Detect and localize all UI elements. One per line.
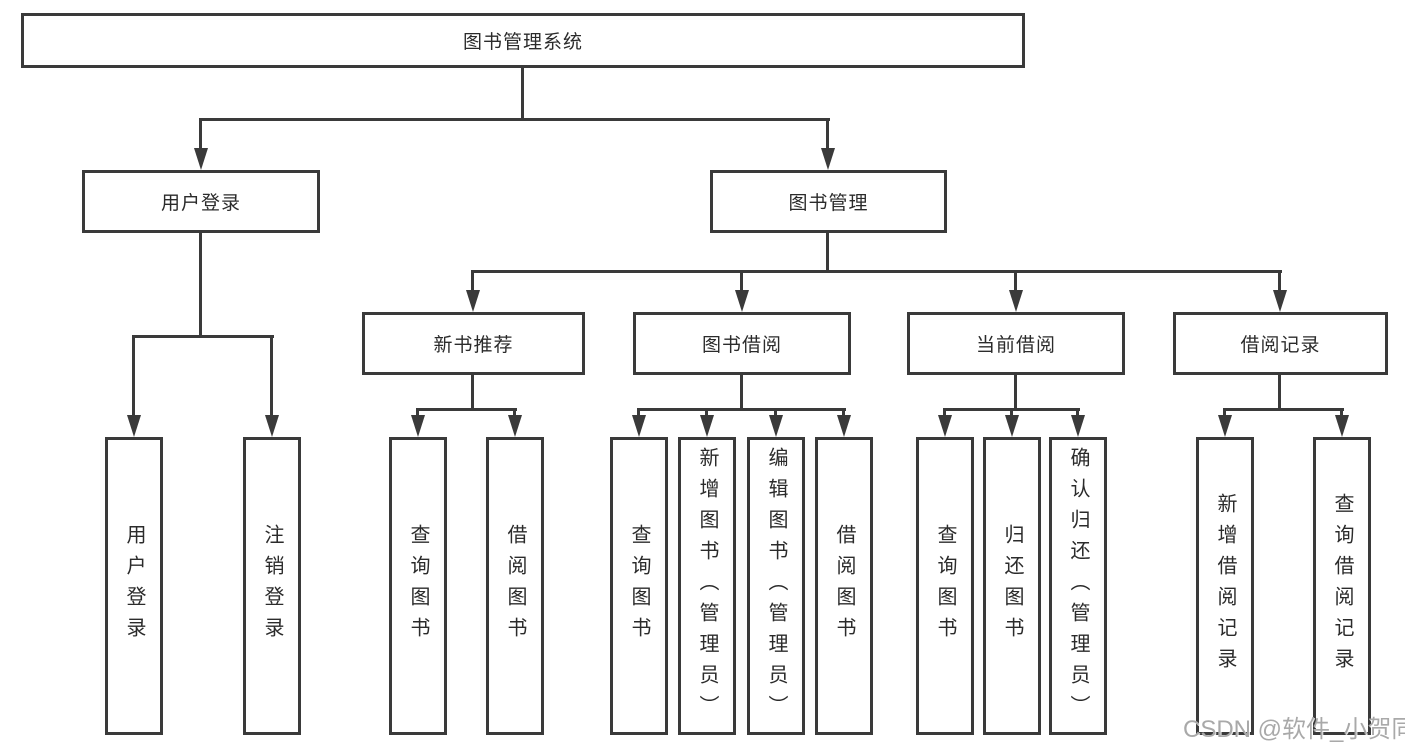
connector-line — [1278, 270, 1281, 290]
leaf-query-borrow-record: 查询借阅记录 — [1313, 437, 1371, 735]
arrow-down-icon — [466, 290, 480, 312]
connector-line — [1223, 408, 1344, 411]
connector-line — [471, 270, 1282, 273]
connector-line — [199, 233, 202, 335]
leaf-add-book-admin: 新增图书（管理员） — [678, 437, 736, 735]
arrow-down-icon — [1335, 415, 1349, 437]
connector-line — [705, 408, 708, 417]
connector-line — [132, 335, 274, 338]
connector-line — [513, 408, 516, 417]
leaf-borrow-book-under-borrow: 借阅图书 — [815, 437, 873, 735]
arrow-down-icon — [837, 415, 851, 437]
connector-line — [774, 408, 777, 417]
leaf-label: 新增图书（管理员） — [696, 446, 718, 726]
connector-line — [416, 408, 419, 417]
leaf-logout: 注销登录 — [243, 437, 301, 735]
arrow-down-icon — [700, 415, 714, 437]
connector-line — [471, 375, 474, 408]
leaf-label: 编辑图书（管理员） — [765, 446, 787, 726]
connector-line — [826, 233, 829, 270]
leaf-query-book-under-recommend: 查询图书 — [389, 437, 447, 735]
leaf-label: 新增借阅记录 — [1214, 493, 1236, 679]
node-label: 用户登录 — [160, 193, 241, 214]
connector-line — [842, 408, 845, 417]
arrow-down-icon — [1273, 290, 1287, 312]
connector-line — [1076, 408, 1079, 417]
node-borrow-records: 借阅记录 — [1173, 312, 1388, 375]
leaf-label: 查询借阅记录 — [1331, 493, 1353, 679]
node-user-login: 用户登录 — [82, 170, 320, 233]
leaf-add-borrow-record: 新增借阅记录 — [1196, 437, 1254, 735]
leaf-borrow-book-under-recommend: 借阅图书 — [486, 437, 544, 735]
node-label: 图书借阅 — [701, 335, 782, 356]
connector-line — [416, 408, 517, 411]
connector-line — [1278, 375, 1281, 408]
arrow-down-icon — [411, 415, 425, 437]
connector-line — [1223, 408, 1226, 417]
csdn-watermark: CSDN @软件_小贺同学 — [1183, 716, 1405, 743]
node-label: 新书推荐 — [433, 335, 514, 356]
leaf-query-book-under-borrow: 查询图书 — [610, 437, 668, 735]
leaf-user-login: 用户登录 — [105, 437, 163, 735]
connector-line — [1010, 408, 1013, 417]
leaf-edit-book-admin: 编辑图书（管理员） — [747, 437, 805, 735]
leaf-label: 借阅图书 — [504, 524, 526, 648]
leaf-confirm-return-admin: 确认归还（管理员） — [1049, 437, 1107, 735]
leaf-label: 注销登录 — [261, 524, 283, 648]
arrow-down-icon — [1218, 415, 1232, 437]
arrow-down-icon — [265, 415, 279, 437]
node-label: 当前借阅 — [975, 335, 1056, 356]
connector-line — [471, 270, 474, 290]
connector-line — [826, 118, 829, 148]
arrow-down-icon — [821, 148, 835, 170]
connector-line — [740, 270, 743, 290]
arrow-down-icon — [1009, 290, 1023, 312]
leaf-label: 查询图书 — [628, 524, 650, 648]
connector-line — [637, 408, 640, 417]
leaf-label: 确认归还（管理员） — [1067, 446, 1089, 726]
leaf-label: 归还图书 — [1001, 524, 1023, 648]
leaf-return-book: 归还图书 — [983, 437, 1041, 735]
arrow-down-icon — [1005, 415, 1019, 437]
connector-line — [521, 68, 524, 118]
connector-line — [740, 375, 743, 408]
leaf-label: 用户登录 — [123, 524, 145, 648]
connector-line — [270, 335, 273, 415]
node-label: 借阅记录 — [1240, 335, 1321, 356]
connector-line — [1014, 270, 1017, 290]
connector-line — [943, 408, 946, 417]
arrow-down-icon — [194, 148, 208, 170]
arrow-down-icon — [938, 415, 952, 437]
arrow-down-icon — [769, 415, 783, 437]
arrow-down-icon — [632, 415, 646, 437]
node-current-borrow: 当前借阅 — [907, 312, 1125, 375]
arrow-down-icon — [1071, 415, 1085, 437]
node-book-management: 图书管理 — [710, 170, 947, 233]
leaf-label: 查询图书 — [934, 524, 956, 648]
connector-line — [132, 335, 135, 415]
connector-line — [199, 118, 202, 148]
node-book-borrow: 图书借阅 — [633, 312, 851, 375]
connector-line — [1340, 408, 1343, 417]
arrow-down-icon — [735, 290, 749, 312]
node-new-book-recommend: 新书推荐 — [362, 312, 585, 375]
connector-line — [1014, 375, 1017, 408]
node-label: 图书管理系统 — [462, 32, 583, 53]
node-label: 图书管理 — [788, 193, 869, 214]
leaf-label: 查询图书 — [407, 524, 429, 648]
connector-line — [199, 118, 830, 121]
leaf-label: 借阅图书 — [833, 524, 855, 648]
connector-line — [637, 408, 846, 411]
leaf-query-book-under-current: 查询图书 — [916, 437, 974, 735]
arrow-down-icon — [508, 415, 522, 437]
node-root-library-system: 图书管理系统 — [21, 13, 1025, 68]
arrow-down-icon — [127, 415, 141, 437]
